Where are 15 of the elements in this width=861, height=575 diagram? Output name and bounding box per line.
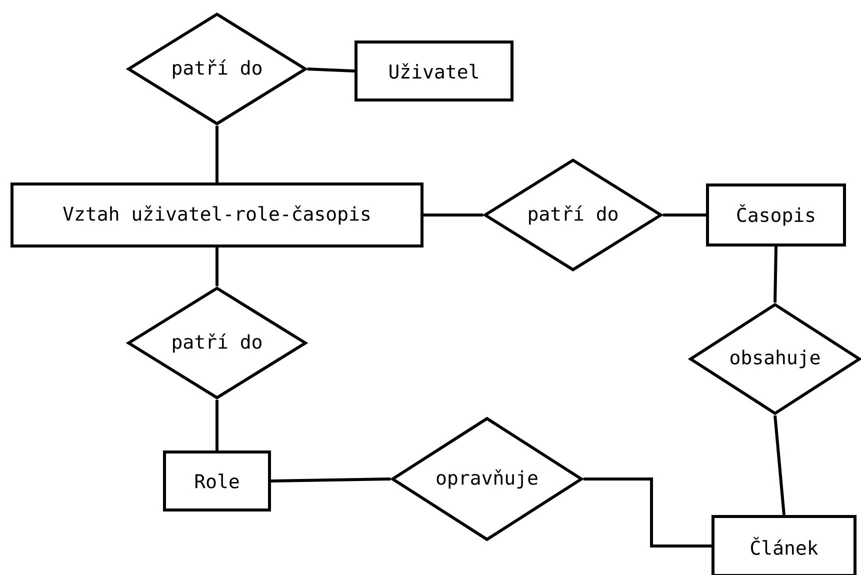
connector-line [774,415,786,516]
entity-box: Vztah uživatel-role-časopis [10,182,424,248]
connector-line [216,248,218,286]
entity-box: Role [163,450,271,512]
entity-box: Uživatel [354,40,514,102]
connector-line [663,214,706,216]
connector-line [307,68,355,72]
connector-line [216,400,218,450]
connector-line [216,126,218,182]
connector-line [424,214,483,216]
connector-line [774,246,778,303]
entity-box: Článek [712,515,857,575]
connector-line [584,478,712,548]
entity-box: Časopis [706,184,846,246]
connector-line [270,478,391,482]
